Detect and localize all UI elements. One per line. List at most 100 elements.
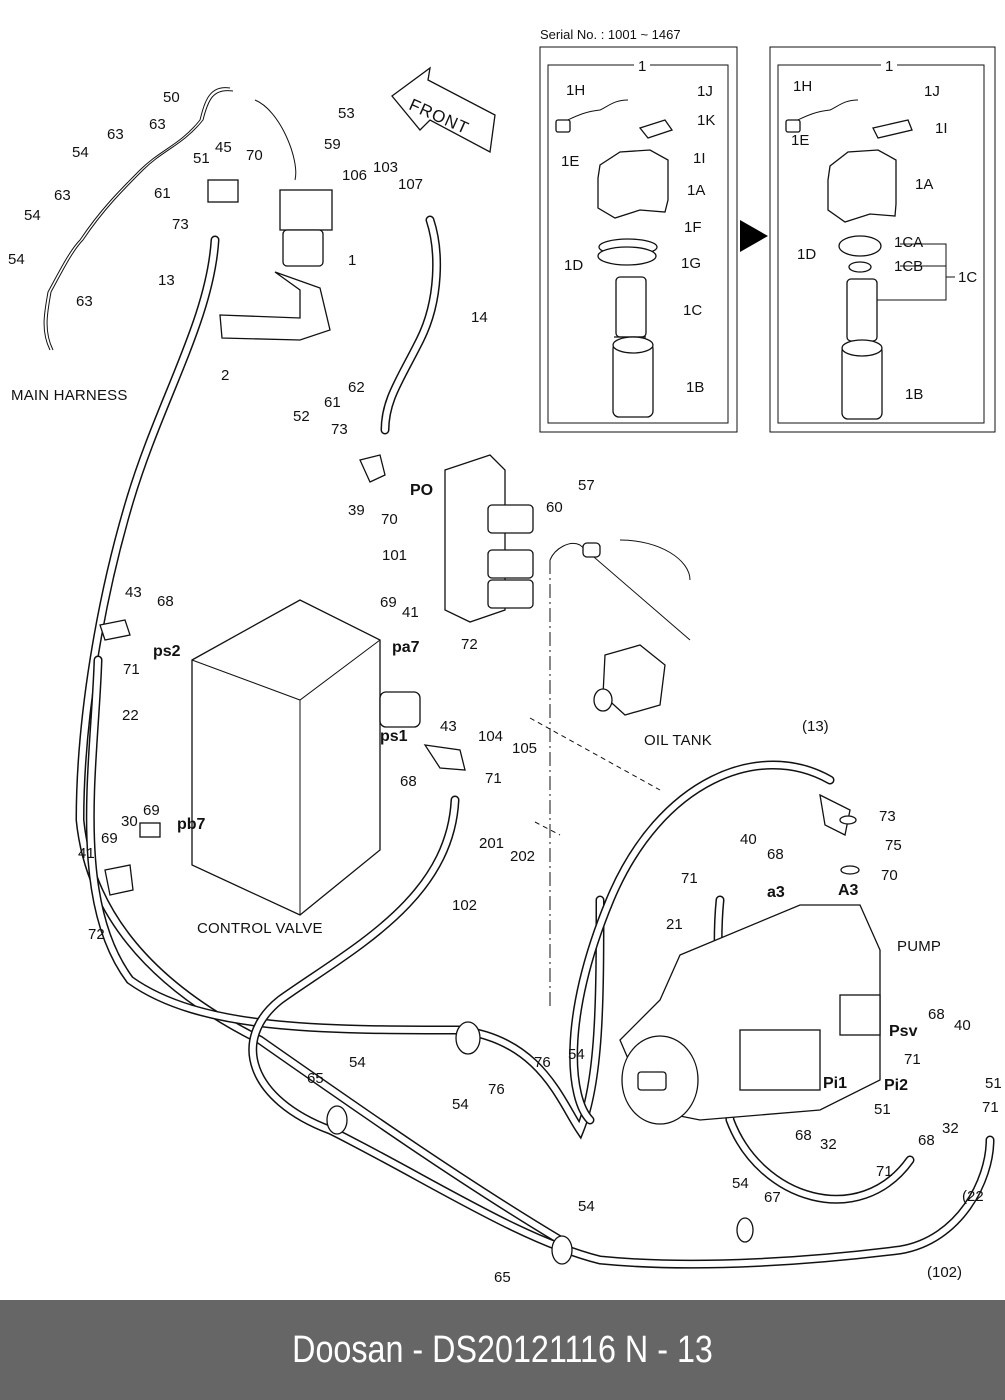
part-callout: 41 xyxy=(78,845,95,862)
port-label: ps2 xyxy=(153,643,181,660)
part-callout: 39 xyxy=(348,502,365,519)
port-label: PO xyxy=(410,482,434,499)
part-callout: 40 xyxy=(740,831,757,848)
part-callout: 101 xyxy=(382,547,408,564)
diagram-artwork xyxy=(43,46,996,1269)
port-label: ps1 xyxy=(380,728,408,745)
parts-diagram: Serial No. : 1001 ~ 1467 FRONT MAIN HARN… xyxy=(8,27,1002,1286)
part-callout: 63 xyxy=(54,187,71,204)
part-callout: 52 xyxy=(293,408,310,425)
part-callout: 68 xyxy=(918,1132,935,1149)
inset-old-callout: 1F xyxy=(684,219,702,236)
part-callout: 73 xyxy=(331,421,348,438)
part-callout: 14 xyxy=(471,309,488,326)
part-callout: 75 xyxy=(885,837,902,854)
part-callout: 51 xyxy=(193,150,210,167)
part-callout: 43 xyxy=(125,584,142,601)
part-callout: 51 xyxy=(874,1101,891,1118)
inset-old-callout: 1J xyxy=(697,83,713,100)
part-callout: 45 xyxy=(215,139,232,156)
oil-tank xyxy=(529,539,691,1010)
part-callout: 1 xyxy=(348,252,357,269)
part-callout: 59 xyxy=(324,136,341,153)
part-callout: (13) xyxy=(802,718,829,735)
arrow-right-icon xyxy=(740,220,768,252)
part-callout: 2 xyxy=(221,367,230,384)
part-callout: 104 xyxy=(478,728,504,745)
serial-number: Serial No. : 1001 ~ 1467 xyxy=(540,27,681,42)
part-callout: 71 xyxy=(681,870,698,887)
part-callout: 71 xyxy=(904,1051,921,1068)
part-callout: 13 xyxy=(158,272,175,289)
oil-tank-caption: OIL TANK xyxy=(644,732,713,749)
part-callout: 32 xyxy=(942,1120,959,1137)
port-label: pb7 xyxy=(177,816,206,833)
part-callout: 106 xyxy=(342,167,368,184)
pilot-filter-assembly xyxy=(43,87,333,351)
pump-caption: PUMP xyxy=(897,938,942,955)
part-callout: 61 xyxy=(154,185,171,202)
part-callout: 54 xyxy=(568,1046,585,1063)
part-callout: 65 xyxy=(307,1070,324,1087)
part-callout: 67 xyxy=(764,1189,781,1206)
inset-new-callout: 1CA xyxy=(894,234,924,251)
footer-text: Doosan - DS20121116 N - 13 xyxy=(292,1328,713,1371)
part-callout: 76 xyxy=(534,1054,551,1071)
part-callout: 54 xyxy=(452,1096,469,1113)
part-callout: 68 xyxy=(928,1006,945,1023)
hose-102 xyxy=(248,795,995,1269)
part-callout: 70 xyxy=(881,867,898,884)
part-callout: 32 xyxy=(820,1136,837,1153)
part-callout: 73 xyxy=(172,216,189,233)
port-label: Psv xyxy=(889,1023,918,1040)
main-harness-caption: MAIN HARNESS xyxy=(11,387,128,404)
port-label: A3 xyxy=(838,882,859,899)
part-callout: 40 xyxy=(954,1017,971,1034)
part-callout: 70 xyxy=(381,511,398,528)
part-callout: 51 xyxy=(985,1075,1002,1092)
part-callout: 53 xyxy=(338,105,355,122)
inset-new-callout: 1H xyxy=(793,78,813,95)
part-callout: 54 xyxy=(578,1198,595,1215)
footer-bar: Doosan - DS20121116 N - 13 xyxy=(0,1300,1005,1400)
hose-clamps xyxy=(326,1021,754,1265)
port-label: Pi2 xyxy=(884,1077,909,1094)
inset-new-callout: 1J xyxy=(924,83,940,100)
part-callout: 54 xyxy=(732,1175,749,1192)
part-callout: 73 xyxy=(879,808,896,825)
part-callout: 57 xyxy=(578,477,595,494)
hose-22 xyxy=(85,655,605,1140)
part-callout: 105 xyxy=(512,740,538,757)
control-valve-body xyxy=(99,599,466,916)
inset-old-filter-head xyxy=(555,99,674,418)
inset-new-callout: 1A xyxy=(915,176,934,193)
part-callout: 54 xyxy=(8,251,25,268)
inset-new-callout: 1C xyxy=(958,269,978,286)
part-callout: 69 xyxy=(380,594,397,611)
hydraulic-pump xyxy=(619,793,881,1125)
hose-14 xyxy=(380,215,442,435)
part-callout: 70 xyxy=(246,147,263,164)
part-callout: 65 xyxy=(494,1269,511,1286)
inset-new-filter-head xyxy=(785,99,955,420)
part-callout: 30 xyxy=(121,813,138,830)
part-callout: 41 xyxy=(402,604,419,621)
part-callout: 72 xyxy=(461,636,478,653)
part-callout: 71 xyxy=(485,770,502,787)
inset-new-title: 1 xyxy=(881,59,898,74)
part-callout: 201 xyxy=(479,835,505,852)
part-callout: 21 xyxy=(666,916,683,933)
part-callout: 63 xyxy=(107,126,124,143)
part-callout: 50 xyxy=(163,89,180,106)
part-callout: 69 xyxy=(143,802,160,819)
inset-old-callout: 1D xyxy=(564,257,584,274)
part-callout: (102) xyxy=(927,1264,963,1281)
part-callout: 63 xyxy=(149,116,166,133)
part-callout: 43 xyxy=(440,718,457,735)
inset-old-frame xyxy=(539,46,738,433)
hose-13-pump-end xyxy=(569,760,835,1125)
part-callout: 71 xyxy=(982,1099,999,1116)
part-callout: 63 xyxy=(76,293,93,310)
part-callout: 71 xyxy=(876,1163,893,1180)
part-callout: 54 xyxy=(349,1054,366,1071)
